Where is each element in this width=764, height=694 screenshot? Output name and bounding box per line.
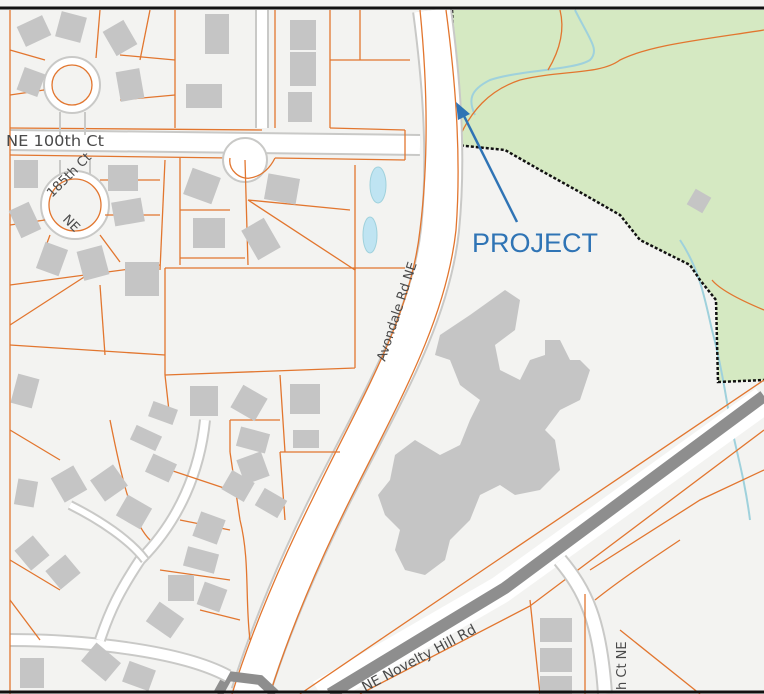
road-edge [59,160,91,175]
avondale-road-fill [232,7,462,694]
parcel-line [274,157,406,161]
road-edge [59,112,86,135]
parcel-line [455,29,764,146]
parcel-line [9,127,263,131]
parcel-line [229,157,276,179]
parcel-line [299,379,764,694]
novelty-hill-road [326,391,764,694]
buildings [8,11,712,694]
parcel-line [269,9,459,694]
ne-100th-ct-road-fill [9,131,421,154]
parcel-lines-east [529,469,764,694]
parcel-line [231,9,427,694]
pond [369,166,387,204]
parcel-line [51,64,93,106]
parcel-line [711,279,764,311]
stream-line [470,9,595,116]
local-road-fill [555,556,611,694]
arrow-icon [456,102,519,223]
parcel-line [48,178,102,232]
parcel-line [9,154,231,159]
pond [362,216,378,254]
street-label-ct-ne: h Ct NE [615,641,630,690]
stream-line [679,239,751,521]
local-road-fill [68,502,148,562]
project-callout-label: PROJECT [472,228,598,258]
local-road-fill [9,635,231,681]
street-label-ne-100th-ct: NE 100th Ct [6,132,104,150]
large-building [378,290,590,575]
parcel-line [547,9,563,71]
project-park-area [452,10,764,382]
road-segment [213,670,279,694]
